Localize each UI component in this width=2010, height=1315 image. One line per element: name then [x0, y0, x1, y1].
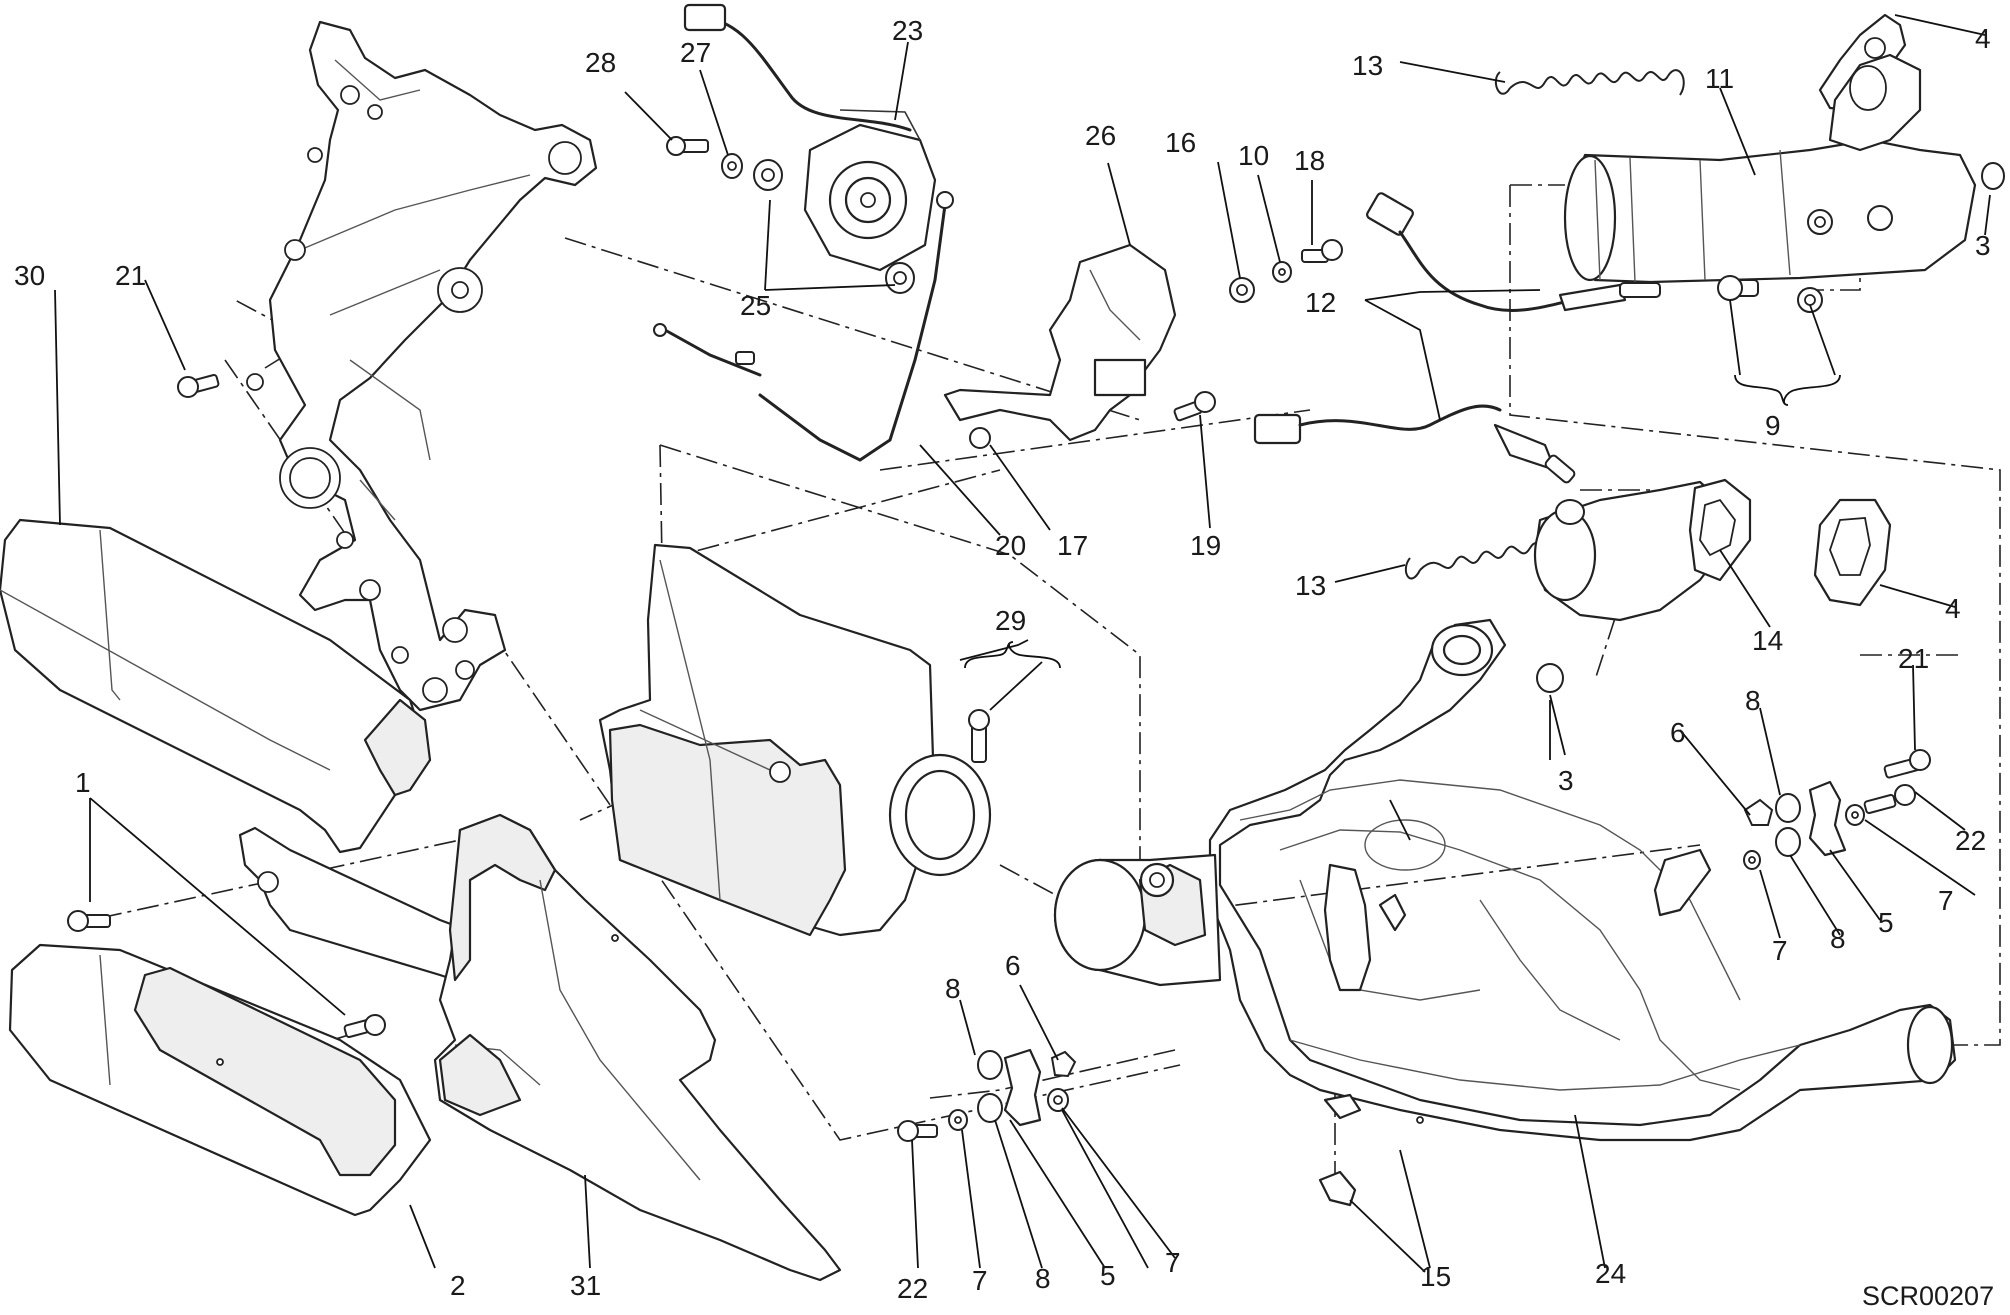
callout-30: 30 — [14, 260, 45, 291]
callout-10: 10 — [1238, 140, 1269, 171]
callout-13-mid: 13 — [1295, 570, 1326, 601]
callout-25: 25 — [740, 290, 771, 321]
heat-shield-31 — [433, 813, 842, 1282]
callout-20: 20 — [995, 530, 1026, 561]
callout-5-left: 5 — [1100, 1260, 1116, 1291]
callout-29: 29 — [995, 605, 1026, 636]
silencer-cover-2 — [8, 943, 432, 1217]
callout-21-right: 21 — [1898, 643, 1929, 674]
valve-motor-23 — [653, 3, 954, 462]
frame-bracket — [246, 20, 598, 712]
callout-3-top: 3 — [1975, 230, 1991, 261]
callout-15: 15 — [1420, 1261, 1451, 1292]
callout-23: 23 — [892, 15, 923, 46]
callout-9: 9 — [1765, 410, 1781, 441]
callout-12: 12 — [1305, 287, 1336, 318]
callout-24: 24 — [1595, 1258, 1626, 1289]
pipe-14 — [1533, 478, 1892, 693]
callout-7-right-b: 7 — [1772, 935, 1788, 966]
callout-18: 18 — [1294, 145, 1325, 176]
callout-31: 31 — [570, 1270, 601, 1301]
callout-7-left-a: 7 — [972, 1265, 988, 1296]
clamp-15 — [1318, 1170, 1357, 1207]
callout-21-left: 21 — [115, 260, 146, 291]
callout-17: 17 — [1057, 530, 1088, 561]
header-pipe-11 — [1563, 13, 2005, 313]
drawing-code: SCR00207 — [1862, 1281, 1994, 1311]
callout-22-right: 22 — [1955, 825, 1986, 856]
bracket-26 — [943, 243, 1177, 449]
callout-13-top: 13 — [1352, 50, 1383, 81]
callout-11: 11 — [1705, 63, 1734, 94]
duct-conveyor-29 — [598, 543, 992, 937]
callout-3-mid: 3 — [1558, 765, 1574, 796]
callout-16: 16 — [1165, 127, 1196, 158]
mount-hardware-right — [1743, 749, 1931, 870]
hardware-middle — [1173, 239, 1343, 422]
springs-13 — [1404, 69, 1685, 580]
leader-lines — [54, 14, 1991, 1273]
callout-7-left-b: 7 — [1165, 1247, 1181, 1278]
callout-4-top: 4 — [1975, 23, 1991, 54]
callout-8-left-top: 8 — [945, 973, 961, 1004]
callout-2: 2 — [450, 1270, 466, 1301]
callout-19: 19 — [1190, 530, 1221, 561]
callout-8-left-bottom: 8 — [1035, 1263, 1051, 1294]
callout-27: 27 — [680, 37, 711, 68]
callout-7-right-a: 7 — [1938, 885, 1954, 916]
callout-6-right: 6 — [1670, 717, 1686, 748]
callout-1: 1 — [75, 767, 91, 798]
callout-8-right-top: 8 — [1745, 685, 1761, 716]
bracket-1 — [238, 826, 487, 987]
heat-shield-30 — [0, 518, 432, 854]
callout-labels: 30 21 1 2 31 28 27 23 25 26 16 10 18 20 … — [14, 15, 1994, 1311]
callout-6-left: 6 — [1005, 950, 1021, 981]
muffler-24 — [1053, 618, 1957, 1142]
callout-28: 28 — [585, 47, 616, 78]
braces — [964, 299, 1841, 669]
lambda-sensors-12 — [1253, 192, 1661, 484]
callout-5-right: 5 — [1878, 907, 1894, 938]
screws — [67, 373, 386, 1039]
hardware-top — [666, 136, 915, 294]
callout-8-right-bottom: 8 — [1830, 923, 1846, 954]
callout-26: 26 — [1085, 120, 1116, 151]
mount-hardware-lower — [897, 1048, 1077, 1142]
callout-14: 14 — [1752, 625, 1783, 656]
callout-4-mid: 4 — [1945, 593, 1961, 624]
callout-22-left: 22 — [897, 1273, 928, 1304]
